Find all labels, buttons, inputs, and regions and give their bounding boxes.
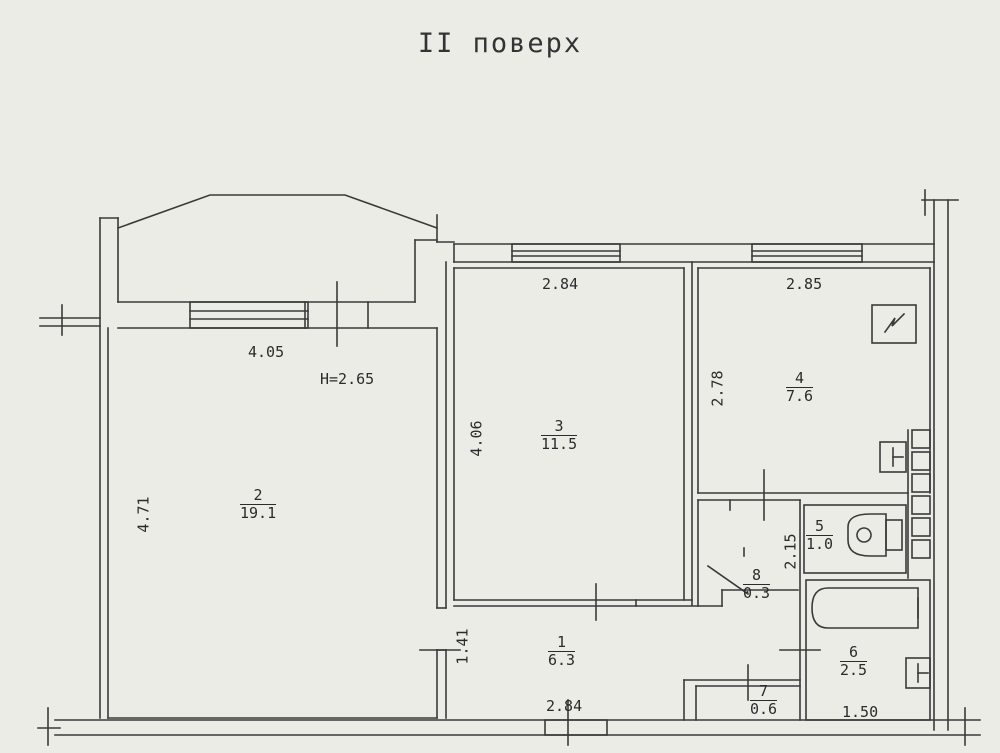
dim-hall-width: 2.84 xyxy=(546,697,583,715)
page-title: II поверх xyxy=(417,28,583,59)
room-7-label: 7 0.6 xyxy=(750,683,778,718)
room-1-label: 1 6.3 xyxy=(548,634,576,669)
balcony xyxy=(116,194,455,303)
room-number: 4 xyxy=(786,370,814,388)
room-area: 11.5 xyxy=(541,435,578,453)
dim-bath-width: 1.50 xyxy=(842,703,879,721)
dim-room2-length: 4.71 xyxy=(134,496,153,533)
room-area: 19.1 xyxy=(240,504,277,522)
dim-wc-length: 2.15 xyxy=(781,533,800,570)
room-7-walls xyxy=(683,679,801,721)
room-6-label: 6 2.5 xyxy=(840,644,868,679)
room-area: 0.3 xyxy=(743,584,771,602)
dim-room2-width: 4.05 xyxy=(248,343,285,361)
room-4-label: 4 7.6 xyxy=(786,370,814,405)
dim-hall-length: 1.41 xyxy=(453,628,472,665)
room-5-walls xyxy=(799,429,909,721)
room-area: 2.5 xyxy=(840,661,868,679)
toilet-icon xyxy=(847,513,903,557)
bathtub-icon xyxy=(811,587,919,629)
room-area: 7.6 xyxy=(786,387,814,405)
stove-icon xyxy=(871,304,917,344)
dim-room4-width: 2.85 xyxy=(786,275,823,293)
sink-icon xyxy=(905,657,931,689)
room-number: 7 xyxy=(750,683,778,701)
room-2-label: 2 19.1 xyxy=(240,487,277,522)
dim-room3-length: 4.06 xyxy=(467,420,486,457)
room-8-label: 8 0.3 xyxy=(743,567,771,602)
room-3-label: 3 11.5 xyxy=(541,418,578,453)
room-number: 5 xyxy=(806,518,834,536)
dim-room3-width: 2.84 xyxy=(542,275,579,293)
room-number: 2 xyxy=(240,487,277,505)
kitchen-sink-icon xyxy=(879,441,907,473)
room-number: 6 xyxy=(840,644,868,662)
room-number: 8 xyxy=(743,567,771,585)
room-area: 1.0 xyxy=(806,535,834,553)
room-2-walls xyxy=(107,261,447,719)
dim-room4-length: 2.78 xyxy=(708,370,727,407)
room-8-walls xyxy=(697,499,799,607)
windows xyxy=(189,243,863,736)
room-6-walls xyxy=(805,579,931,721)
room-5-label: 5 1.0 xyxy=(806,518,834,553)
ceiling-height: H=2.65 xyxy=(320,370,375,388)
room-3-walls xyxy=(453,261,723,607)
room-number: 1 xyxy=(548,634,576,652)
room-area: 6.3 xyxy=(548,651,576,669)
door-marks xyxy=(37,189,966,746)
right-cabinets xyxy=(911,429,931,559)
room-area: 0.6 xyxy=(750,700,778,718)
room-number: 3 xyxy=(541,418,578,436)
room-4-walls xyxy=(697,267,931,501)
